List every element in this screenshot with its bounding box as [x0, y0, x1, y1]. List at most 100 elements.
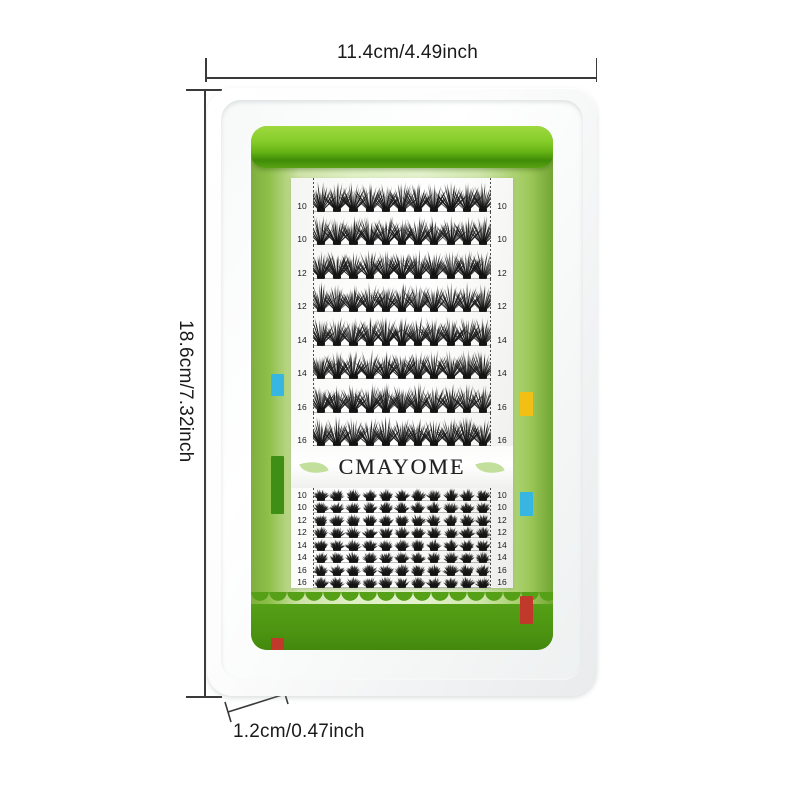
- ruler-guide-right: [490, 551, 491, 564]
- lash-cluster: [313, 488, 329, 501]
- lash-cluster: [427, 513, 443, 526]
- lash-length-label-left: 14: [291, 312, 313, 346]
- lash-length-label-right: 12: [491, 279, 513, 313]
- lash-cluster: [410, 563, 426, 576]
- lash-cluster: [330, 513, 346, 526]
- lash-cluster: [475, 513, 491, 526]
- lash-cluster: [475, 415, 491, 446]
- width-dimension-tick-left: [205, 58, 207, 82]
- lash-cluster: [362, 501, 378, 514]
- leaf-icon-right: [475, 456, 504, 478]
- lash-cluster: [427, 488, 443, 501]
- lash-row: 1414: [291, 346, 513, 380]
- lash-cluster: [459, 513, 475, 526]
- lash-cluster: [346, 551, 362, 564]
- width-dimension-line: [205, 77, 597, 79]
- lash-length-label-left: 10: [291, 501, 313, 514]
- ruler-guide-left: [313, 551, 314, 564]
- lash-row: 1010: [291, 178, 513, 212]
- ruler-guide-left: [313, 538, 314, 551]
- lash-row: 14 14: [291, 551, 513, 564]
- height-dimension-label: 18.6cm/7.32inch: [174, 320, 196, 462]
- ruler-guide-right: [490, 501, 491, 514]
- lash-length-label-right: 16: [491, 379, 513, 413]
- lash-section-top: 10101010121212121414141416161616: [291, 178, 513, 446]
- ruler-guide-left: [313, 576, 314, 589]
- lash-cluster: [443, 214, 459, 245]
- lash-cluster: [475, 563, 491, 576]
- lash-cluster-band: [313, 212, 491, 246]
- lash-cluster-band: [313, 279, 491, 313]
- lash-length-label-left: 14: [291, 551, 313, 564]
- lash-length-label-left: 12: [291, 245, 313, 279]
- lash-length-label-right: 10: [491, 212, 513, 246]
- ruler-guide-right: [490, 379, 491, 413]
- lash-cluster: [346, 563, 362, 576]
- lash-cluster: [378, 526, 394, 539]
- lash-cluster: [427, 563, 443, 576]
- lash-row: 1414: [291, 538, 513, 551]
- green-insert-tray: 10101010121212121414141416161616 CMAYOME…: [251, 126, 553, 650]
- lash-row: 1212: [291, 526, 513, 539]
- index-tab: [271, 374, 284, 396]
- ruler-guide-left: [313, 312, 314, 346]
- lash-cluster-band: [313, 346, 491, 380]
- lash-length-label-right: 10: [491, 488, 513, 501]
- ruler-guide-left: [313, 501, 314, 514]
- lash-length-label-right: 14: [491, 312, 513, 346]
- lash-length-label-right: 14: [491, 538, 513, 551]
- lash-cluster: [362, 576, 378, 589]
- height-dimension-tick-top: [186, 89, 222, 91]
- lash-cluster: [362, 526, 378, 539]
- lash-cluster: [330, 538, 346, 551]
- ruler-guide-left: [313, 488, 314, 501]
- lash-cluster: [313, 563, 329, 576]
- lash-cluster: [459, 526, 475, 539]
- lash-cluster-band: [313, 563, 491, 576]
- lash-section-bottom: 10101010121212121414141416161616: [291, 488, 513, 588]
- lash-cluster: [378, 538, 394, 551]
- lash-length-label-left: 16: [291, 379, 313, 413]
- lash-cluster-band: [313, 576, 491, 589]
- lash-length-label-left: 12: [291, 526, 313, 539]
- lash-cluster: [362, 563, 378, 576]
- lash-row: 14 14: [291, 312, 513, 346]
- lash-length-label-right: 10: [491, 178, 513, 212]
- lash-cluster: [362, 488, 378, 501]
- lash-row: 10 10: [291, 501, 513, 514]
- lash-length-label-left: 12: [291, 513, 313, 526]
- lash-cluster: [475, 314, 491, 345]
- lash-cluster: [378, 551, 394, 564]
- lash-cluster: [475, 551, 491, 564]
- ruler-guide-left: [313, 563, 314, 576]
- lash-cluster: [443, 538, 459, 551]
- ruler-guide-right: [490, 312, 491, 346]
- lash-cluster: [346, 576, 362, 589]
- lash-cluster: [427, 576, 443, 589]
- lash-strip-card: 10101010121212121414141416161616 CMAYOME…: [291, 178, 513, 588]
- case-inner-lip: 10101010121212121414141416161616 CMAYOME…: [221, 100, 583, 680]
- ruler-guide-left: [313, 212, 314, 246]
- lash-cluster: [378, 513, 394, 526]
- lash-cluster-band: [313, 413, 491, 447]
- ruler-guide-right: [490, 538, 491, 551]
- lash-cluster: [394, 563, 410, 576]
- lash-cluster: [346, 538, 362, 551]
- lash-length-label-right: 16: [491, 563, 513, 576]
- tray-top-band: [251, 126, 553, 168]
- lash-cluster: [378, 488, 394, 501]
- lash-cluster: [330, 488, 346, 501]
- lash-cluster-band: [313, 488, 491, 501]
- ruler-guide-right: [490, 245, 491, 279]
- lash-length-label-right: 10: [491, 501, 513, 514]
- lash-cluster-band: [313, 526, 491, 539]
- lash-cluster: [410, 501, 426, 514]
- lash-cluster: [378, 563, 394, 576]
- width-dimension-label: 11.4cm/4.49inch: [337, 42, 478, 64]
- lash-cluster: [313, 576, 329, 589]
- lash-length-label-right: 14: [491, 551, 513, 564]
- lash-cluster: [362, 513, 378, 526]
- lash-length-label-left: 16: [291, 576, 313, 589]
- lash-cluster: [378, 576, 394, 589]
- lash-length-label-right: 16: [491, 413, 513, 447]
